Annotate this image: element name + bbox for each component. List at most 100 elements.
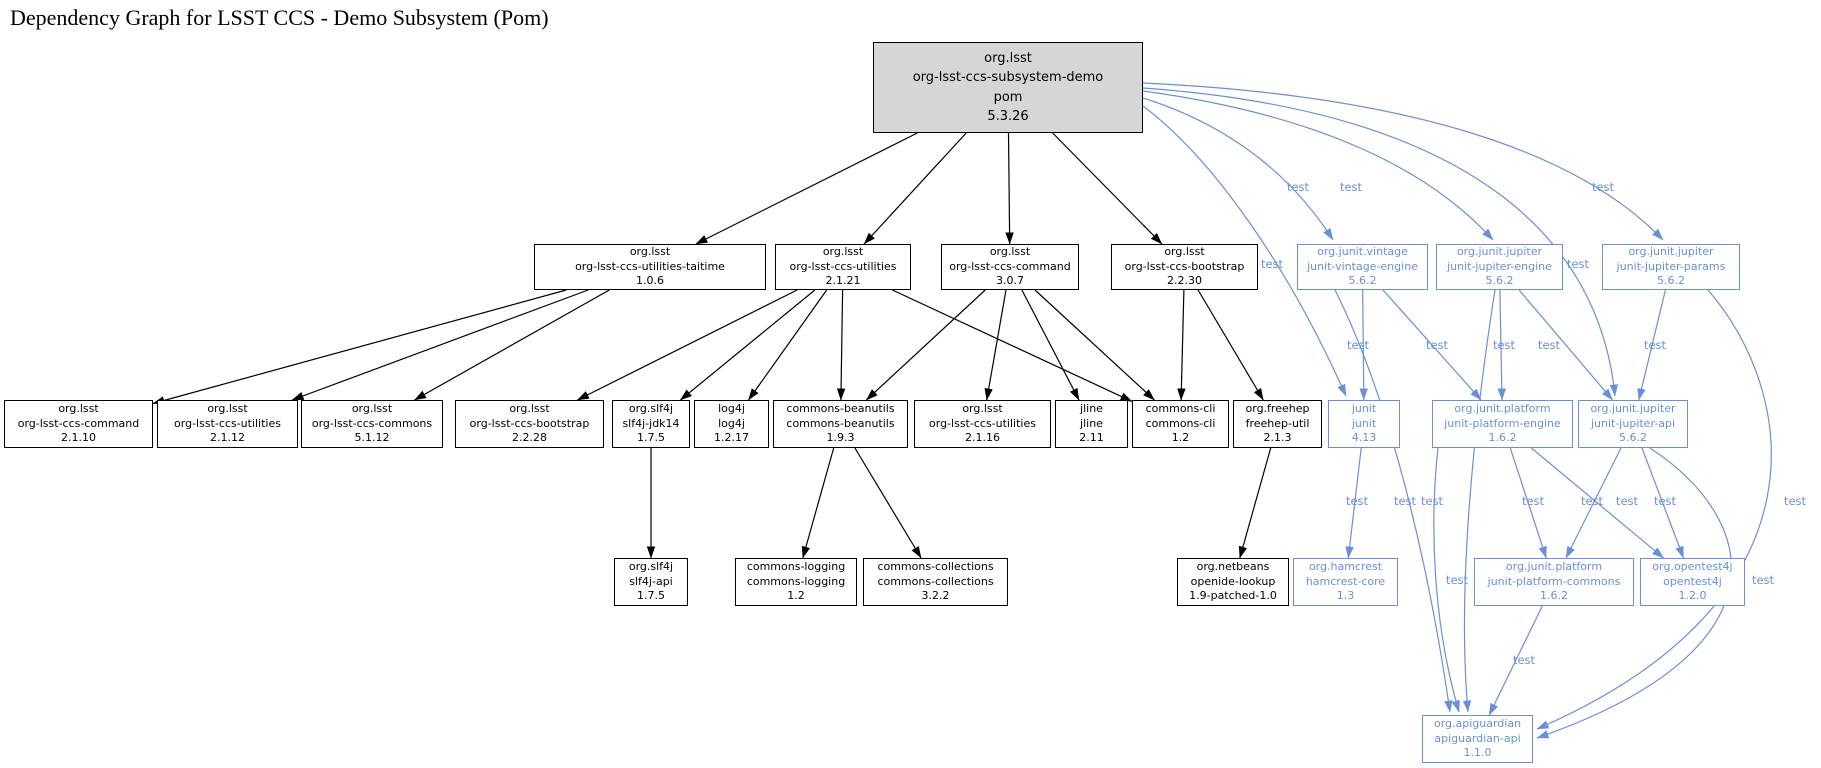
node-freehep-line-0: org.freehep (1245, 402, 1310, 416)
edge-label-vintage-apiguardian: test (1393, 494, 1417, 508)
edge-params-jupiter_api (1637, 289, 1666, 401)
node-slf4j_api-line-2: 1.7.5 (637, 589, 665, 603)
node-taitime-line-2: 1.0.6 (636, 274, 664, 288)
edge-label-root-junit413: test (1260, 257, 1284, 271)
node-engine-line-0: org.junit.jupiter (1456, 245, 1543, 259)
edge-beanutils-commons_logging (801, 447, 835, 559)
edge-taitime-utilities_2112 (291, 289, 589, 401)
edge-engine-apiguardian (1462, 289, 1496, 713)
edge-root-command_307 (1005, 132, 1014, 245)
node-root-line-3: 5.3.26 (987, 109, 1029, 124)
node-commons_cli-line-2: 1.2 (1171, 431, 1190, 445)
node-commons_logging-line-0: commons-logging (746, 560, 846, 574)
edge-label-platform_engine-platform_commons: test (1521, 494, 1545, 508)
node-freehep-line-1: freehep-util (1245, 416, 1310, 430)
edge-group (152, 82, 1772, 739)
node-command_307-line-2: 3.0.7 (996, 274, 1024, 288)
edge-utilities_2121-beanutils (836, 289, 846, 401)
node-beanutils-line-0: commons-beanutils (786, 402, 895, 416)
node-freehep-line-2: 2.1.3 (1263, 431, 1292, 445)
edge-platform_commons-apiguardian (1488, 605, 1543, 716)
node-apiguardian-line-2: 1.1.0 (1463, 746, 1492, 760)
edge-label-platform_engine-apiguardian: test (1420, 494, 1444, 508)
edge-label-root-vintage: test (1286, 180, 1310, 194)
edge-utilities_2121-log4j (748, 289, 828, 401)
edge-vintage-platform_engine (1382, 289, 1482, 401)
node-utilities_2116-line-2: 2.1.16 (965, 431, 1000, 445)
node-command_307-line-1: org-lsst-ccs-command (949, 259, 1071, 273)
node-jline-line-2: 2.11 (1079, 431, 1104, 445)
node-hamcrest-line-1: hamcrest-core (1305, 574, 1386, 588)
node-engine-line-2: 5.6.2 (1485, 274, 1514, 288)
node-commons_collections-line-0: commons-collections (877, 560, 994, 574)
node-slf4j_jdk14-line-2: 1.7.5 (637, 431, 665, 445)
node-apiguardian-line-0: org.apiguardian (1433, 717, 1522, 731)
node-apiguardian-line-1: apiguardian-api (1434, 731, 1521, 745)
node-commons_collections-line-2: 3.2.2 (921, 589, 950, 603)
node-hamcrest-line-2: 1.3 (1336, 589, 1355, 603)
edge-vintage-apiguardian (1334, 289, 1453, 713)
edge-platform_engine-platform_commons (1509, 447, 1547, 559)
edge-command_307-beanutils (865, 289, 986, 401)
node-utilities_2116-line-0: org.lsst (962, 402, 1003, 416)
node-opentest4j-line-1: opentest4j (1663, 574, 1722, 588)
node-platform_engine-line-0: org.junit.platform (1454, 402, 1551, 416)
node-jupiter_api-line-2: 5.6.2 (1619, 431, 1647, 445)
edge-root-junit413 (1142, 105, 1347, 397)
edge-engine-platform_engine (1497, 289, 1506, 401)
node-vintage-line-2: 5.6.2 (1348, 274, 1377, 288)
edge-label-params-apiguardian: test (1783, 494, 1807, 508)
node-bootstrap_2230-line-2: 2.2.30 (1167, 274, 1202, 288)
node-commons_logging-line-2: 1.2 (787, 589, 805, 603)
node-junit413-line-1: junit (1351, 416, 1377, 430)
node-platform_commons-line-1: junit-platform-commons (1487, 574, 1621, 588)
node-bootstrap_2228-line-0: org.lsst (509, 402, 550, 416)
node-platform_commons-line-2: 1.6.2 (1540, 589, 1568, 603)
edge-label-jupiter_api-platform_commons: test (1615, 494, 1639, 508)
node-slf4j_jdk14-line-0: org.slf4j (628, 402, 674, 416)
edge-label-jupiter_api-opentest4j: test (1653, 494, 1677, 508)
node-commons_cli-line-0: commons-cli (1145, 402, 1216, 416)
node-vintage-line-1: junit-vintage-engine (1307, 259, 1418, 273)
edge-params-apiguardian (1536, 289, 1772, 730)
edge-label-engine-apiguardian: test (1445, 573, 1469, 587)
node-command_2110-line-0: org.lsst (58, 402, 99, 416)
node-jupiter_api-line-0: org.junit.jupiter (1590, 402, 1676, 416)
edge-label-junit413-hamcrest: test (1345, 494, 1369, 508)
edge-root-utilities_2121 (863, 132, 967, 245)
edge-vintage-junit413 (1359, 289, 1368, 401)
node-utilities_2121-line-2: 2.1.21 (825, 274, 861, 288)
node-taitime-line-0: org.lsst (629, 245, 671, 259)
node-commons_logging-line-1: commons-logging (746, 574, 846, 588)
edge-root-bootstrap_2230 (1052, 132, 1163, 245)
node-commons_collections-line-1: commons-collections (877, 574, 994, 588)
node-log4j-line-2: 1.2.17 (714, 431, 749, 445)
edge-bootstrap_2230-commons_cli (1177, 289, 1186, 401)
node-bootstrap_2230-line-0: org.lsst (1164, 245, 1205, 259)
edge-label-jupiter_api-apiguardian: test (1751, 573, 1775, 587)
edge-taitime-command_2110 (152, 289, 567, 405)
node-platform_engine-line-1: junit-platform-engine (1444, 416, 1561, 430)
edge-utilities_2121-commons_cli (892, 289, 1133, 402)
node-commons_5112-line-2: 5.1.12 (354, 431, 390, 445)
edge-label-vintage-junit413: test (1346, 338, 1370, 352)
node-root-line-1: org-lsst-ccs-subsystem-demo (912, 70, 1104, 85)
edge-command_307-jline (1021, 289, 1080, 401)
node-opentest4j-line-2: 1.2.0 (1678, 589, 1707, 603)
edge-junit413-hamcrest (1345, 447, 1362, 559)
